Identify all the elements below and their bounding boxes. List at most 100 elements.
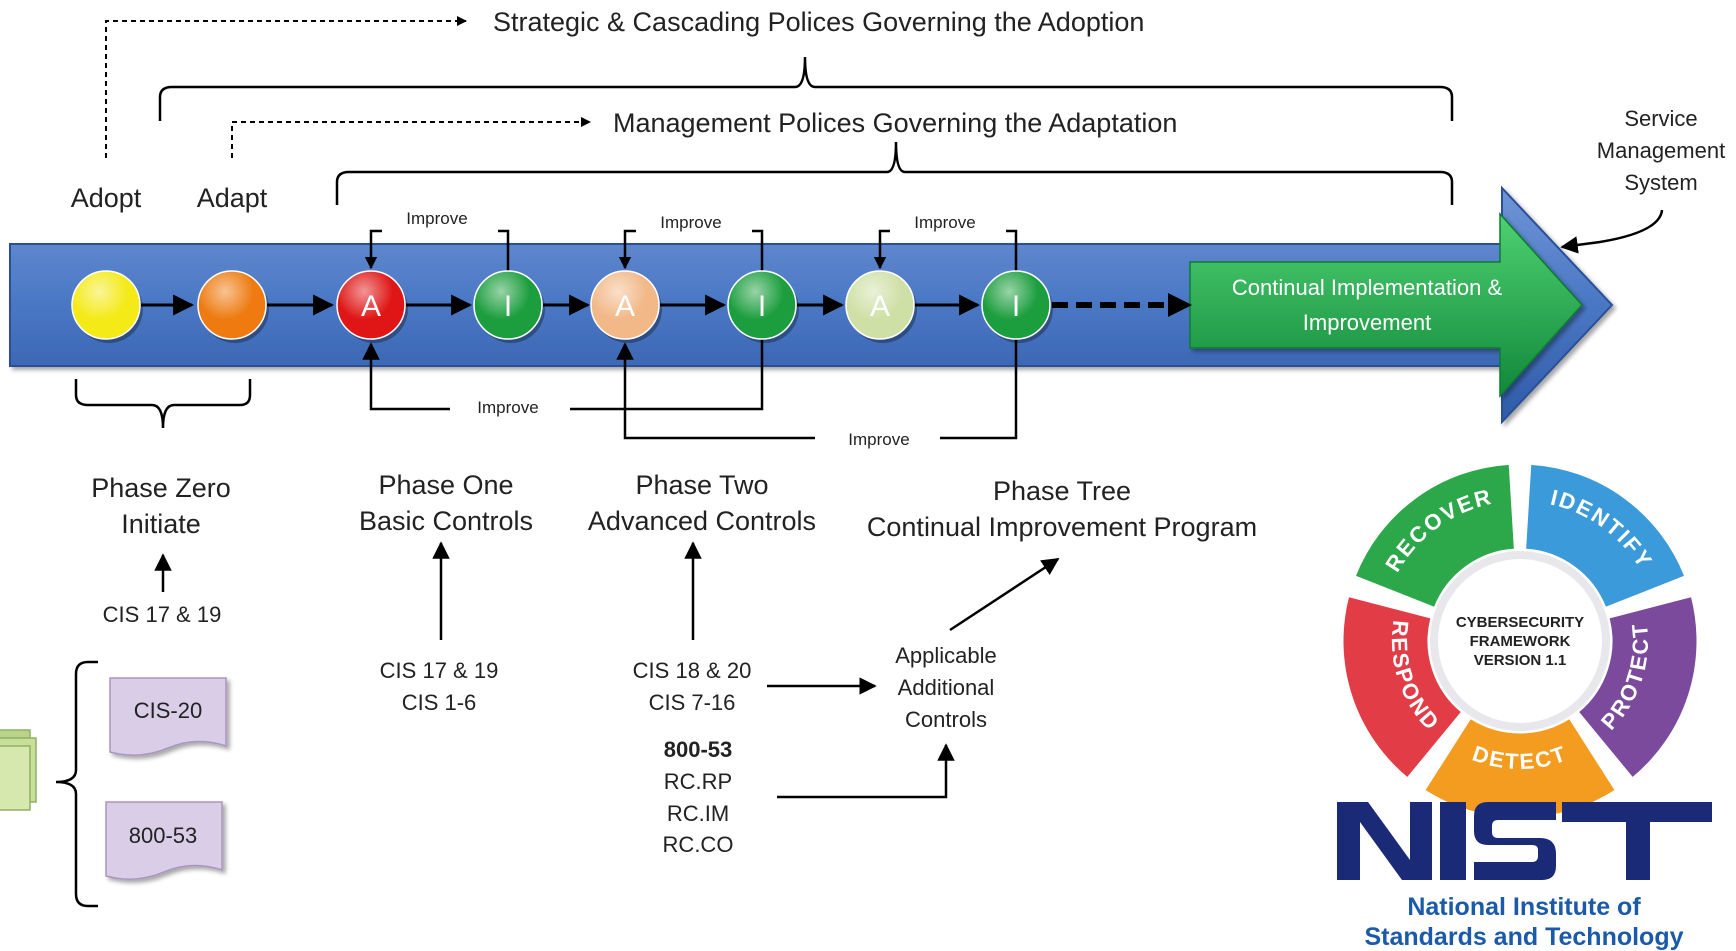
- applicable-line3: Controls: [905, 707, 987, 732]
- nist-to-applicable-arrow: [777, 743, 955, 799]
- improve-label-bottom1: Improve: [477, 398, 538, 417]
- documents: CIS-20 800-53: [0, 660, 227, 908]
- improve-loop-line: [752, 229, 764, 271]
- phase-circle: I: [981, 270, 1053, 343]
- adapt-dashed-arrow: [231, 117, 591, 158]
- nist-letter-n: [1337, 802, 1432, 880]
- phase-one-subtitle: Basic Controls: [359, 506, 533, 536]
- csf-segment: [1424, 717, 1616, 819]
- improve-loop-line: [498, 229, 510, 271]
- improve-label-top1: Improve: [406, 209, 467, 228]
- phase-two-subtitle: Advanced Controls: [588, 506, 816, 536]
- applicable-line2: Additional: [898, 675, 995, 700]
- phase-two-controls-line2: CIS 7-16: [649, 690, 736, 715]
- csf-segment: [1577, 596, 1698, 779]
- improve-loop-line: [618, 229, 636, 270]
- document-80053-label: 800-53: [129, 823, 198, 848]
- improve-label-bottom2: Improve: [848, 430, 909, 449]
- nist-controls-title: 800-53: [664, 737, 733, 762]
- controls: CIS 17 & 19 CIS 17 & 19 CIS 1-6 CIS 18 &…: [103, 541, 1060, 857]
- document-cis20-label: CIS-20: [134, 698, 202, 723]
- improve-label-top2: Improve: [660, 213, 721, 232]
- nist-letter-i: [1440, 802, 1466, 880]
- improve-loop-line: [364, 229, 382, 270]
- csf-center-label: VERSION 1.1: [1474, 652, 1567, 669]
- improve-loop-line: [1006, 229, 1018, 271]
- improve-loop-line: [873, 229, 890, 270]
- phase-circle-label: I: [504, 290, 512, 323]
- phase-zero-brace: [74, 379, 252, 429]
- csf-center: [1438, 559, 1602, 723]
- phase-zero-title: Phase Zero: [91, 473, 231, 503]
- strategic-policies-label: Strategic & Cascading Polices Governing …: [493, 7, 1144, 37]
- green-arrow-line2: Improvement: [1303, 310, 1431, 335]
- nist-name-line2: Standards and Technology: [1364, 923, 1683, 951]
- phase-circle-label: I: [758, 290, 766, 323]
- improve-loop-line: [362, 342, 450, 411]
- phase-two-title: Phase Two: [635, 470, 768, 500]
- phase-circle-label: A: [870, 290, 890, 323]
- improve-loop-line: [616, 342, 815, 440]
- improve-loop-line: [570, 339, 764, 411]
- phase-circle-label: A: [615, 290, 635, 323]
- phase-circle: [197, 270, 269, 343]
- green-arrow: [1189, 212, 1584, 398]
- phase-zero-subtitle: Initiate: [121, 509, 201, 539]
- csf-center-label: CYBERSECURITY: [1456, 614, 1584, 631]
- phase-circle: I: [727, 270, 799, 343]
- adopt-label: Adopt: [71, 183, 142, 213]
- adopt-dashed-arrow: [105, 16, 467, 158]
- improve-loops-top: Improve Improve Improve: [364, 209, 1018, 271]
- phase-circle-label: A: [361, 290, 381, 323]
- phase-circle: [71, 270, 143, 343]
- phase-one-controls-line1: CIS 17 & 19: [380, 658, 499, 683]
- green-arrow-body: [1189, 212, 1584, 398]
- circle-connectors: [141, 293, 1192, 317]
- service-label-line3: System: [1624, 170, 1697, 195]
- document-cis20: [109, 677, 227, 756]
- strategic-brace: [158, 56, 1454, 121]
- service-label-line2: Management: [1597, 138, 1725, 163]
- phase-circle: A: [845, 270, 917, 343]
- phase-one-title: Phase One: [378, 470, 513, 500]
- document-80053: [105, 801, 223, 880]
- csf-segment: [1342, 596, 1463, 779]
- adapt-label: Adapt: [197, 183, 268, 213]
- management-policies-label: Management Polices Governing the Adaptat…: [613, 108, 1177, 138]
- phase-zero-controls: CIS 17 & 19: [103, 602, 222, 627]
- to-phase-three-arrow: [949, 557, 1060, 632]
- nist-logo: National Institute of Standards and Tech…: [1337, 802, 1712, 951]
- nist-control-item: RC.IM: [667, 801, 729, 826]
- green-arrow-line1: Continual Implementation &: [1232, 275, 1503, 300]
- phase-three-subtitle: Continual Improvement Program: [867, 512, 1257, 542]
- nist-control-item: RC.RP: [664, 769, 732, 794]
- documents-brace: [55, 660, 98, 908]
- nist-letter-s: [1474, 802, 1556, 880]
- top-policies: Strategic & Cascading Polices Governing …: [71, 7, 1725, 254]
- improve-loop-line: [940, 339, 1018, 440]
- csf-segment: [1525, 463, 1686, 608]
- phase-two-controls-line1: CIS 18 & 20: [633, 658, 752, 683]
- management-brace: [335, 141, 1454, 205]
- phase-one-controls-line2: CIS 1-6: [402, 690, 477, 715]
- phase-circle: I: [473, 270, 545, 343]
- nist-letter-t: [1562, 802, 1712, 880]
- stacked-pages-icon: [0, 729, 37, 811]
- phase-circle-label: I: [1012, 290, 1020, 323]
- nist-name-line1: National Institute of: [1407, 893, 1641, 921]
- dashed-arrow-head: [1168, 293, 1192, 317]
- phase-three-title: Phase Tree: [993, 476, 1131, 506]
- service-label-line1: Service: [1624, 106, 1697, 131]
- phase-labels: Phase Zero Initiate Phase One Basic Cont…: [91, 470, 1257, 542]
- improve-label-top3: Improve: [914, 213, 975, 232]
- applicable-line1: Applicable: [895, 643, 997, 668]
- phase-circle: A: [590, 270, 662, 343]
- service-pointer-arrow: [1560, 209, 1664, 254]
- csf-segment: [1354, 463, 1515, 608]
- csf-center-label: FRAMEWORK: [1470, 633, 1571, 650]
- nist-control-item: RC.CO: [663, 832, 734, 857]
- phase-circle: A: [336, 270, 408, 343]
